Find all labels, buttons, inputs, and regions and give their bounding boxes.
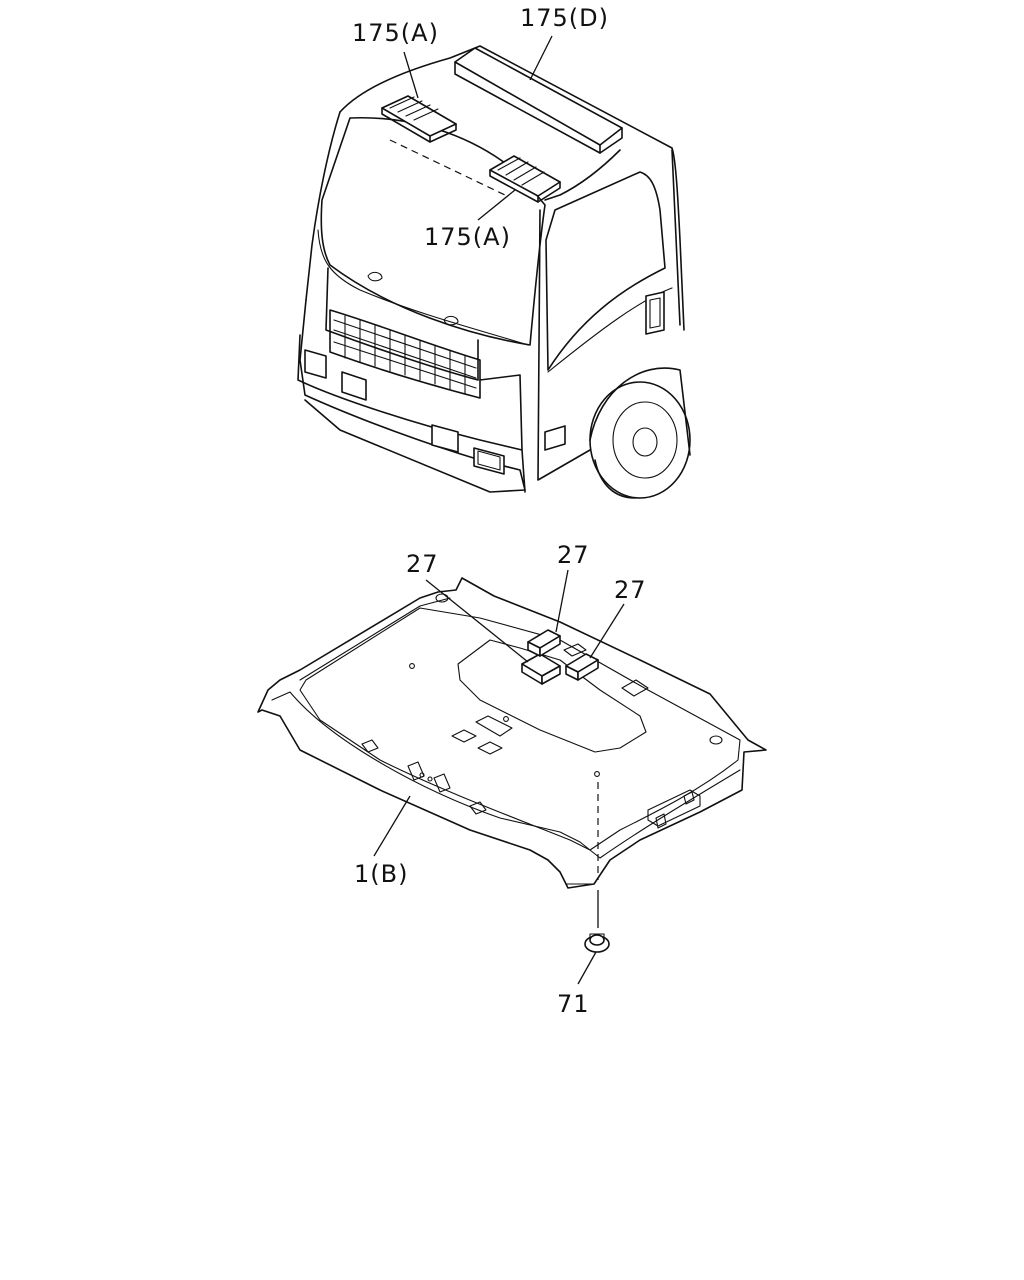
truck-cab-illustration xyxy=(297,45,691,499)
leader-1b xyxy=(373,795,411,857)
pad-27-right xyxy=(565,653,599,681)
pad-27-left xyxy=(521,653,561,685)
leader-175a-top xyxy=(403,51,419,99)
roof-pad-175a-upper xyxy=(381,95,457,143)
callout-71: 71 xyxy=(557,990,590,1018)
callout-1b: 1(B) xyxy=(354,860,408,888)
leader-71 xyxy=(577,951,597,985)
callout-27-left: 27 xyxy=(406,550,439,578)
callout-175a-mid: 175(A) xyxy=(424,223,511,251)
roof-headliner-panel xyxy=(257,577,767,889)
callout-175a-top: 175(A) xyxy=(352,19,439,47)
callout-175d: 175(D) xyxy=(520,4,609,32)
leader-27-right xyxy=(589,603,625,659)
pad-27-mid xyxy=(527,629,587,657)
leader-27-mid xyxy=(555,569,569,633)
callout-27-mid: 27 xyxy=(557,541,590,569)
clip-71 xyxy=(584,933,610,953)
leader-27-left xyxy=(425,579,529,663)
leader-175d xyxy=(529,35,553,81)
leader-175a-mid xyxy=(477,189,516,221)
front-grille xyxy=(329,309,481,399)
roof-pad-175a-middle xyxy=(489,155,561,203)
callout-27-right: 27 xyxy=(614,576,647,604)
roof-strip-175d xyxy=(454,47,623,154)
